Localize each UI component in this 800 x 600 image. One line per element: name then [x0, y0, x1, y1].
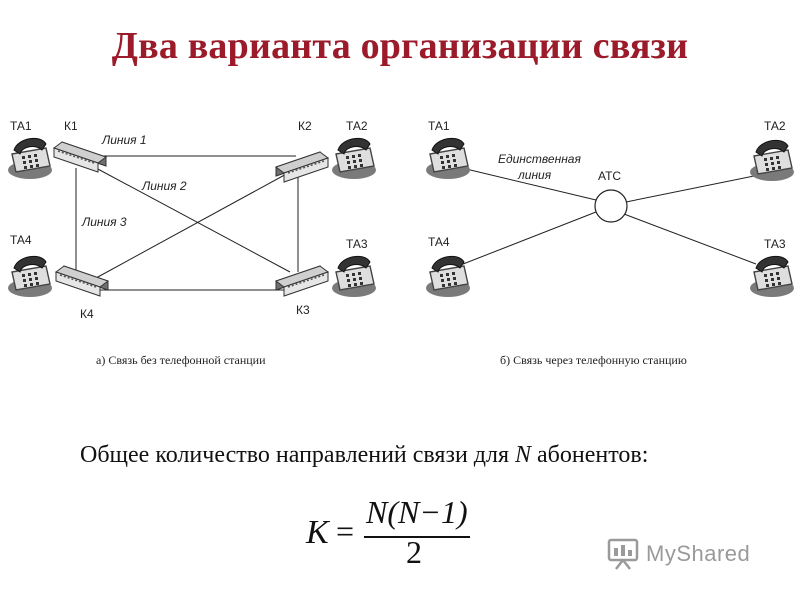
label-k4: К4: [80, 307, 94, 321]
link-ta2-exchange: [625, 175, 755, 203]
label-ta1: ТА1: [10, 119, 32, 133]
switch-icon: [53, 141, 107, 173]
label-ta2: ТА2: [346, 119, 368, 133]
watermark: MyShared: [606, 536, 750, 572]
caption-left: а) Связь без телефонной станции: [96, 353, 266, 367]
left-diagram: ТА1 К1 К2 ТА2 ТА4 ТА3 К4 К3 Линия 1 Лини…: [7, 119, 377, 367]
watermark-text: MyShared: [646, 541, 751, 566]
link-ta4-exchange: [457, 211, 597, 267]
label-k1: К1: [64, 119, 78, 133]
link-k4-k2: [95, 171, 291, 279]
label-k3: К3: [296, 303, 310, 317]
telephone-icon: [331, 255, 377, 298]
label-single-line-2: линия: [517, 168, 552, 182]
fraction-bar: [364, 536, 470, 538]
label-line3: Линия 3: [81, 215, 127, 229]
switch-icon: [55, 265, 109, 297]
label-single-line: Единственная: [498, 152, 581, 166]
label-ta4: ТА4: [10, 233, 32, 247]
right-diagram: ТА1 ТА2 ТА4 ТА3 АТС Единственная линия б…: [425, 119, 795, 367]
label-ta4-right: ТА4: [428, 235, 450, 249]
telephone-icon: [331, 137, 377, 180]
link-k1-k3: [95, 167, 291, 273]
telephone-icon: [7, 255, 53, 298]
formula-numerator: N(N−1): [366, 494, 468, 530]
statement-var: N: [515, 442, 532, 468]
label-line2: Линия 2: [141, 179, 187, 193]
link-ta1-exchange: [461, 167, 597, 201]
label-ta3-right: ТА3: [764, 237, 786, 251]
page-title: Два варианта организации связи: [111, 25, 689, 67]
telephone-icon: [425, 255, 471, 298]
label-exchange: АТС: [598, 169, 621, 183]
caption-right: б) Связь через телефонную станцию: [500, 353, 687, 367]
label-ta1-right: ТА1: [428, 119, 450, 133]
telephone-icon: [749, 139, 795, 182]
formula: K = N(N−1) 2: [306, 494, 486, 578]
formula-lhs: K: [306, 514, 329, 551]
statement-suffix: абонентов:: [531, 442, 649, 468]
telephone-icon: [749, 255, 795, 298]
label-ta3: ТА3: [346, 237, 368, 251]
exchange-circle-icon: [594, 189, 628, 223]
telephone-icon: [7, 137, 53, 180]
label-line1: Линия 1: [101, 133, 147, 147]
label-k2: К2: [298, 119, 312, 133]
switch-icon: [275, 265, 329, 297]
formula-equals: =: [336, 513, 355, 549]
statement: Общее количество направлений связи для N…: [80, 442, 760, 469]
formula-denominator: 2: [406, 534, 422, 570]
presentation-board-icon: [607, 538, 639, 570]
telephone-icon: [425, 137, 471, 180]
statement-prefix: Общее количество направлений связи для: [80, 442, 516, 468]
link-ta3-exchange: [623, 213, 757, 265]
label-ta2-right: ТА2: [764, 119, 786, 133]
